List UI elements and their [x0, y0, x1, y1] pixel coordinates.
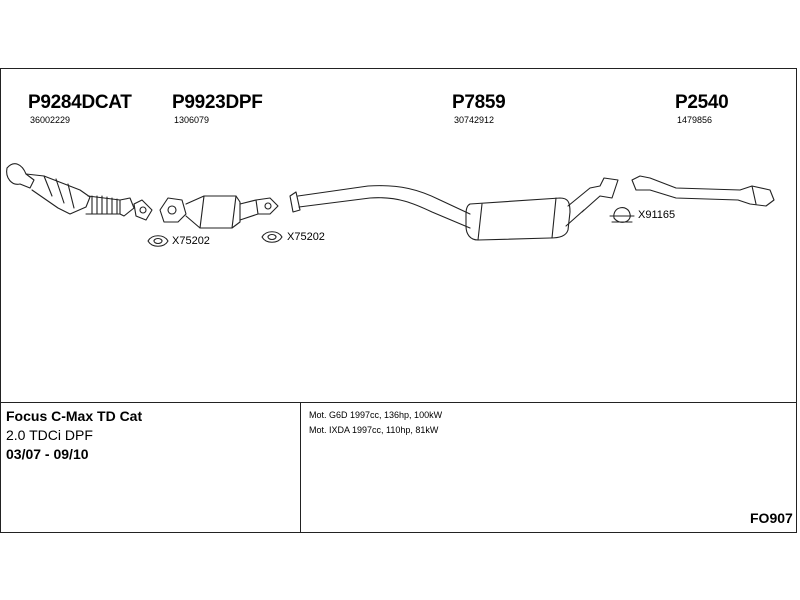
accessory-label-gasket-2: X75202 — [287, 231, 325, 243]
engine-list: Mot. G6D 1997cc, 136hp, 100kW Mot. IXDA … — [309, 408, 442, 438]
accessory-label-clamp: X91165 — [638, 209, 676, 221]
vehicle-years: 03/07 - 09/10 — [6, 446, 89, 462]
kit-code: FO907 — [750, 510, 793, 526]
gasket-icon-1 — [147, 235, 169, 247]
part-ref-middle-silencer: 30742912 — [454, 115, 495, 125]
tailpipe-drawing — [631, 175, 775, 207]
part-code-middle-silencer: P7859 — [452, 92, 506, 113]
gasket-icon-2 — [261, 231, 283, 243]
clamp-icon — [609, 207, 635, 223]
middle-silencer-drawing — [289, 177, 619, 241]
catalyst-drawing — [6, 163, 153, 221]
diagram-frame — [0, 68, 797, 533]
info-column-divider — [300, 402, 301, 533]
part-ref-tailpipe: 1479856 — [677, 115, 713, 125]
part-ref-cat: 36002229 — [30, 115, 71, 125]
info-divider — [0, 402, 797, 403]
part-code-cat: P9284DCAT — [28, 92, 132, 113]
accessory-label-gasket-1: X75202 — [172, 235, 210, 247]
vehicle-engine: 2.0 TDCi DPF — [6, 427, 93, 443]
vehicle-model: Focus C-Max TD Cat — [6, 408, 143, 424]
vehicle-info: Focus C-Max TD Cat 2.0 TDCi DPF 03/07 - … — [6, 407, 142, 464]
part-code-tailpipe: P2540 — [675, 92, 729, 113]
part-code-dpf: P9923DPF — [172, 92, 263, 113]
engine-item: Mot. IXDA 1997cc, 110hp, 81kW — [309, 425, 439, 435]
dpf-drawing — [159, 195, 279, 229]
part-ref-dpf: 1306079 — [174, 115, 210, 125]
engine-item: Mot. G6D 1997cc, 136hp, 100kW — [309, 410, 443, 420]
